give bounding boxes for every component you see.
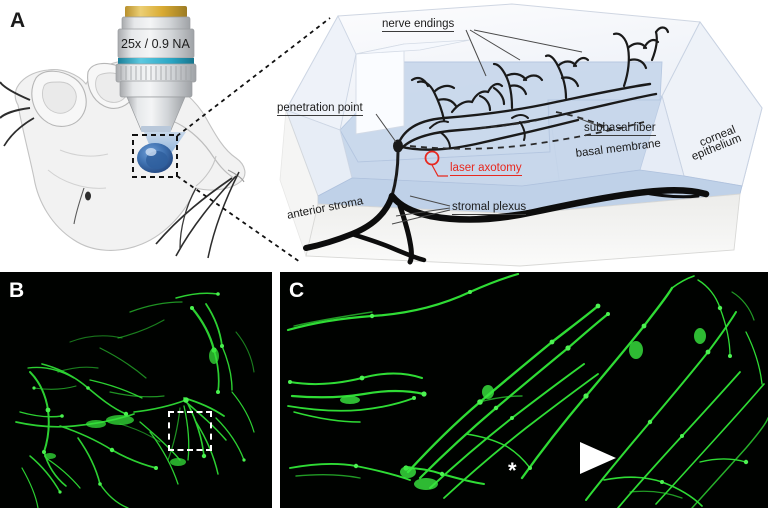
zoom-connector-lines [176,17,331,263]
nerve-endings-terminals [410,26,670,122]
cornea-3d-block [279,3,763,267]
label-subbasal-fiber: subbasal fiber [584,122,656,137]
laser-axotomy-leader [431,164,448,177]
panel-c-micrograph: C * [280,272,768,508]
mouse-eye [137,143,173,173]
asterisk-marker: * [508,458,517,483]
panel-c-label: C [289,279,305,302]
panel-b-micrograph: B [0,272,272,508]
panel-b-label: B [9,279,25,302]
panel-a-label: A [10,9,26,32]
label-leader-lines [375,29,605,225]
objective-spec-label: 25x / 0.9 NA [121,37,190,51]
label-nerve-endings: nerve endings [382,18,455,33]
panel-c-nerve-fibers [280,272,768,508]
label-laser-axotomy: laser axotomy [450,162,522,177]
nerve-fibers-hidden [409,111,645,150]
penetration-point-marker [390,139,403,198]
label-stromal-plexus: stromal plexus [452,201,527,216]
laser-axotomy-marker [424,150,440,166]
panel-b-roi-box [168,411,212,451]
panel-b-nerve-plexus [0,272,272,508]
panel-a: A [0,3,763,267]
panel-a-illustration [0,3,763,267]
label-penetration-point: penetration point [277,102,363,117]
arrowhead-marker [580,442,616,474]
microscope-objective [115,6,197,132]
eye-roi-box [132,134,178,178]
stromal-plexus-fibers [303,187,710,265]
